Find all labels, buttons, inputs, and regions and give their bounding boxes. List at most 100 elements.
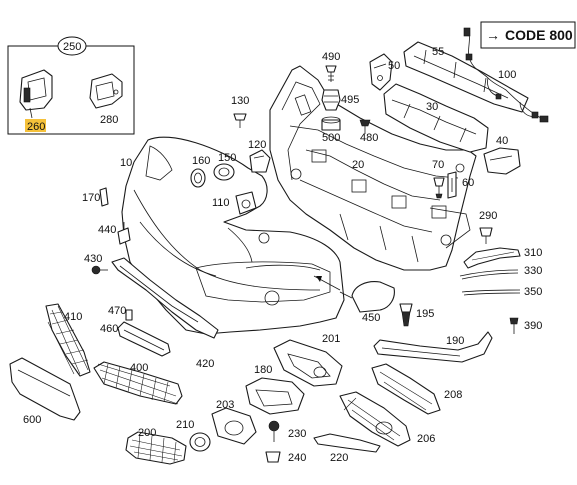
part-200-grille-insert[interactable]	[125, 431, 187, 465]
label-420: 420	[196, 358, 214, 370]
label-460: 460	[100, 323, 118, 335]
label-410: 410	[64, 311, 82, 323]
part-100-wiring-harness[interactable]	[463, 27, 549, 123]
part-500-nut[interactable]	[321, 116, 341, 131]
label-450: 450	[362, 312, 380, 324]
part-390-screw[interactable]	[509, 317, 519, 334]
part-120-cap[interactable]	[249, 149, 271, 173]
label-190: 190	[446, 335, 464, 347]
part-190-trim[interactable]	[373, 331, 493, 363]
label-240: 240	[288, 452, 306, 464]
part-110-holder[interactable]	[235, 191, 257, 215]
label-220: 220	[330, 452, 348, 464]
part-40-bracket[interactable]	[483, 147, 521, 175]
label-120: 120	[248, 139, 266, 151]
part-220-trim[interactable]	[313, 433, 381, 453]
part-150-sensor[interactable]	[213, 163, 235, 181]
label-70: 70	[432, 159, 444, 171]
part-230-screw[interactable]	[268, 420, 280, 442]
part-470-clip[interactable]	[125, 309, 133, 321]
label-203: 203	[216, 399, 234, 411]
label-60: 60	[462, 177, 474, 189]
code-800-box: → CODE 800	[480, 21, 576, 49]
label-470: 470	[108, 305, 126, 317]
label-200: 200	[138, 427, 156, 439]
label-430: 430	[84, 253, 102, 265]
part-310-trim[interactable]	[463, 247, 521, 269]
part-70-clip[interactable]	[433, 177, 445, 199]
label-500: 500	[322, 132, 340, 144]
label-10: 10	[120, 157, 132, 169]
label-201: 201	[322, 333, 340, 345]
part-600-license-plate[interactable]	[9, 357, 81, 421]
label-495: 495	[341, 94, 359, 106]
part-50-bracket[interactable]	[369, 53, 393, 91]
label-195: 195	[416, 308, 434, 320]
label-50: 50	[388, 60, 400, 72]
part-208-bezel[interactable]	[371, 363, 441, 415]
code-arrow: →	[486, 27, 500, 43]
part-490-clip[interactable]	[325, 65, 337, 82]
code-text: CODE 800	[505, 27, 573, 43]
part-60-bracket[interactable]	[447, 171, 457, 199]
label-260: 260	[27, 121, 45, 133]
part-440-bracket[interactable]	[117, 222, 131, 245]
label-20: 20	[352, 159, 364, 171]
part-260-bracket[interactable]	[19, 69, 53, 119]
part-450-tow-cover[interactable]	[313, 275, 395, 313]
part-280-bracket[interactable]	[89, 73, 123, 109]
part-420-trim-strip[interactable]	[111, 257, 219, 339]
part-203-bezel[interactable]	[211, 407, 257, 445]
inset-250[interactable]: 250 260 280	[7, 36, 135, 135]
label-230: 230	[288, 428, 306, 440]
label-440: 440	[98, 224, 116, 236]
label-55: 55	[432, 46, 444, 58]
label-310: 310	[524, 247, 542, 259]
part-480-screw[interactable]	[359, 119, 371, 134]
part-410-grille-left[interactable]	[45, 303, 91, 377]
label-30: 30	[426, 101, 438, 113]
part-330-trim[interactable]	[459, 269, 519, 280]
part-170-clip[interactable]	[99, 187, 109, 207]
label-600: 600	[23, 414, 41, 426]
label-100: 100	[498, 69, 516, 81]
label-150: 150	[218, 152, 236, 164]
label-180: 180	[254, 364, 272, 376]
label-170: 170	[82, 192, 100, 204]
part-20-bumper-carrier[interactable]	[269, 65, 477, 271]
label-160: 160	[192, 155, 210, 167]
part-495-bushing[interactable]	[321, 89, 341, 111]
part-180-bezel[interactable]	[245, 377, 305, 415]
label-130: 130	[231, 95, 249, 107]
label-290: 290	[479, 210, 497, 222]
label-208: 208	[444, 389, 462, 401]
part-210-ring[interactable]	[189, 432, 211, 452]
label-400: 400	[130, 362, 148, 374]
label-280: 280	[100, 114, 118, 126]
part-201-bezel[interactable]	[273, 339, 343, 387]
label-330: 330	[524, 265, 542, 277]
label-40: 40	[496, 135, 508, 147]
label-390: 390	[524, 320, 542, 332]
part-30-reinforcement[interactable]	[383, 83, 489, 153]
label-480: 480	[360, 132, 378, 144]
label-206: 206	[417, 433, 435, 445]
part-460-strip[interactable]	[117, 321, 171, 357]
label-250: 250	[63, 41, 81, 53]
part-430-screw[interactable]	[91, 265, 108, 275]
part-195-clip[interactable]	[399, 303, 413, 327]
label-110: 110	[212, 197, 230, 209]
label-350: 350	[524, 286, 542, 298]
part-240-clip[interactable]	[265, 451, 281, 463]
label-210: 210	[176, 419, 194, 431]
part-160-ring[interactable]	[190, 168, 206, 188]
part-206-bezel[interactable]	[339, 391, 411, 447]
label-490: 490	[322, 51, 340, 63]
part-130-clip[interactable]	[233, 113, 247, 128]
label-260-highlight	[25, 119, 46, 132]
part-290-clip[interactable]	[479, 227, 493, 244]
part-400-grille-center[interactable]	[93, 361, 183, 405]
part-350-trim[interactable]	[461, 289, 521, 296]
part-labels: 55 490 50 100 130 495 30 500 480 40 120 …	[23, 46, 542, 464]
